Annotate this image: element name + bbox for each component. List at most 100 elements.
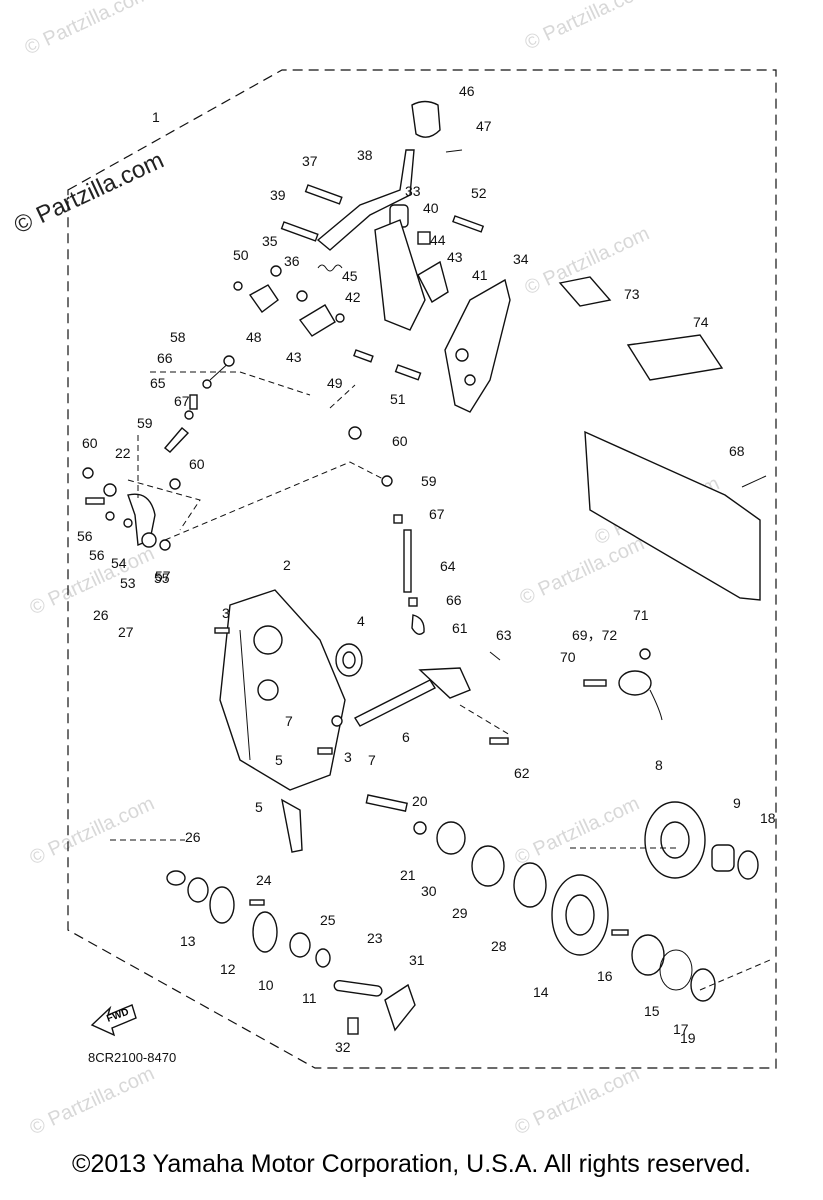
callout-69-72: 69，72 (572, 627, 617, 643)
pin (249, 899, 265, 906)
cotter-pin (489, 651, 501, 661)
shift-knob (411, 100, 441, 138)
callout-51: 51 (390, 391, 406, 407)
callout-23: 23 (367, 930, 383, 946)
washer (315, 948, 331, 968)
callout-19: 19 (680, 1030, 696, 1046)
copyright-notice: ©2013 Yamaha Motor Corporation, U.S.A. A… (72, 1150, 751, 1178)
callout-14: 14 (533, 984, 549, 1000)
callout-59: 59 (137, 415, 153, 431)
nut (393, 514, 403, 524)
bolt (353, 349, 374, 363)
callout-15: 15 (644, 1003, 660, 1019)
sprocket-hub (565, 894, 595, 936)
callout-25: 25 (320, 912, 336, 928)
nut (202, 379, 212, 389)
detent-plate (417, 260, 449, 303)
callout-43: 43 (447, 249, 463, 265)
nut (82, 467, 94, 479)
spring (471, 845, 505, 887)
callout-4: 4 (357, 613, 365, 629)
bolt (280, 221, 319, 242)
callout-38: 38 (357, 147, 373, 163)
dog-clutch (631, 934, 665, 976)
collar (417, 231, 431, 245)
leader (329, 384, 356, 409)
callout-58: 58 (170, 329, 186, 345)
bracket (384, 983, 416, 1032)
callout-60: 60 (392, 433, 408, 449)
callout-16: 16 (597, 968, 613, 984)
callout-64: 64 (440, 558, 456, 574)
bearing (711, 844, 735, 872)
callout-28: 28 (491, 938, 507, 954)
callout-26: 26 (185, 829, 201, 845)
diagram-code: 8CR2100-8470 (88, 1050, 177, 1065)
callout-8: 8 (655, 757, 663, 773)
washer (103, 483, 117, 497)
callout-21: 21 (400, 867, 416, 883)
callout-48: 48 (246, 329, 262, 345)
callout-53: 53 (120, 575, 136, 591)
hole (464, 374, 476, 386)
washer (413, 821, 427, 835)
callout-44: 44 (430, 232, 446, 248)
dowel-pin (214, 627, 230, 634)
gear (252, 911, 278, 953)
nut (184, 410, 194, 420)
washer (270, 265, 282, 277)
callout-43: 43 (286, 349, 302, 365)
nut (639, 648, 651, 660)
callout-73: 73 (624, 286, 640, 302)
washer (166, 870, 186, 886)
callout-6: 6 (402, 729, 410, 745)
callout-60: 60 (189, 456, 205, 472)
gear-hub (660, 821, 690, 859)
bearing-bore (342, 651, 356, 669)
rod-end (381, 475, 393, 487)
arm (127, 493, 156, 547)
rod (189, 394, 198, 410)
callout-59: 59 (421, 473, 437, 489)
holder (248, 284, 279, 313)
washer (105, 511, 115, 521)
bearing (187, 877, 209, 903)
callout-18: 18 (760, 810, 776, 826)
leader (150, 371, 311, 396)
bolt (347, 1017, 359, 1035)
hole (455, 348, 469, 362)
shift-fork (281, 798, 303, 853)
chaincase (219, 589, 346, 791)
callout-63: 63 (496, 627, 512, 643)
shift-lever (316, 149, 415, 251)
callout-40: 40 (423, 200, 439, 216)
nut (408, 597, 418, 607)
shift-shaft (354, 679, 436, 727)
callout-5: 5 (255, 799, 263, 815)
callout-70: 70 (560, 649, 576, 665)
label-plate (558, 276, 612, 307)
bolt (85, 497, 105, 505)
callout-37: 37 (302, 153, 318, 169)
callout-13: 13 (180, 933, 196, 949)
rod-end (411, 614, 425, 635)
link-bracket (298, 304, 336, 337)
leader (459, 704, 511, 736)
callout-56: 56 (77, 528, 93, 544)
rod-end (223, 355, 235, 367)
callout-12: 12 (220, 961, 236, 977)
callout-61: 61 (452, 620, 468, 636)
callout-65: 65 (150, 375, 166, 391)
nut (233, 281, 243, 291)
callout-20: 20 (412, 793, 428, 809)
shift-lever-arm (418, 667, 471, 699)
shift-arm (374, 219, 426, 331)
gear (209, 886, 235, 924)
callout-22: 22 (115, 445, 131, 461)
callout-24: 24 (256, 872, 272, 888)
leader (699, 959, 771, 991)
callout-1: 1 (152, 109, 160, 125)
